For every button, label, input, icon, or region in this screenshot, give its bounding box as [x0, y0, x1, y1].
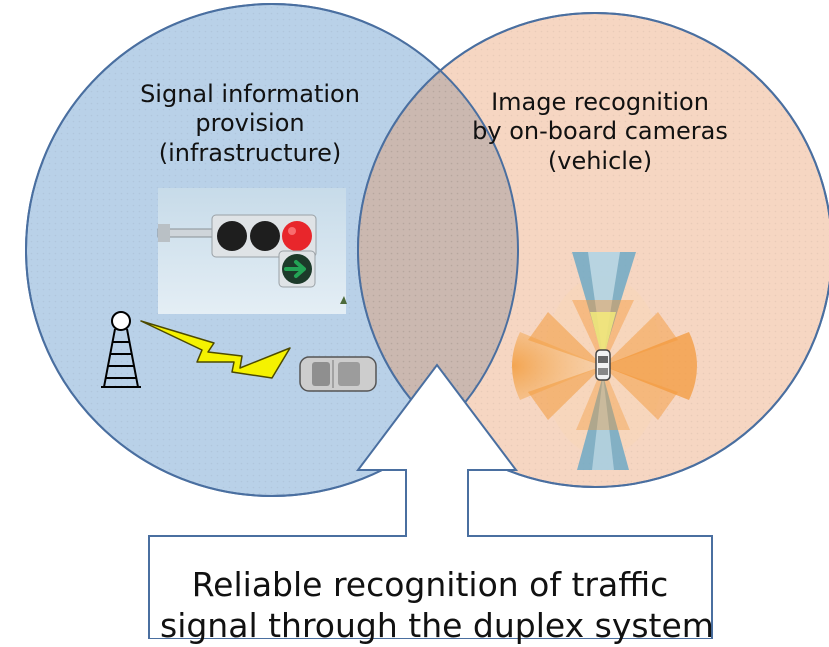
- infrastructure-label-line-3: (infrastructure): [158, 138, 342, 167]
- callout-line-1: Reliable recognition of traffic: [191, 565, 669, 604]
- infrastructure-label: Signal information provision (infrastruc…: [95, 80, 405, 168]
- car-icon: [299, 356, 377, 392]
- traffic-signal-photo: [157, 188, 347, 314]
- sensor-coverage-graphic: [512, 252, 697, 470]
- antenna-tower-icon: [101, 311, 141, 388]
- vehicle-label-line-3: (vehicle): [547, 146, 653, 175]
- vehicle-label: Image recognition by on-board cameras (v…: [440, 88, 760, 176]
- callout-arrow-box: [148, 363, 713, 639]
- vehicle-icon: [595, 349, 611, 381]
- signal-lamp-middle: [250, 221, 280, 251]
- signal-lamp-red: [282, 221, 312, 251]
- callout-text: Reliable recognition of traffic signal t…: [160, 564, 714, 647]
- infrastructure-label-line-2: provision: [195, 109, 305, 138]
- signal-lamp-left: [217, 221, 247, 251]
- vehicle-label-line-2: by on-board cameras: [472, 117, 728, 146]
- wireless-signal-lightning: [140, 320, 291, 379]
- vehicle-label-line-1: Image recognition: [491, 88, 709, 116]
- callout-line-2: signal through the duplex system: [160, 606, 714, 646]
- infrastructure-label-line-1: Signal information: [140, 80, 360, 108]
